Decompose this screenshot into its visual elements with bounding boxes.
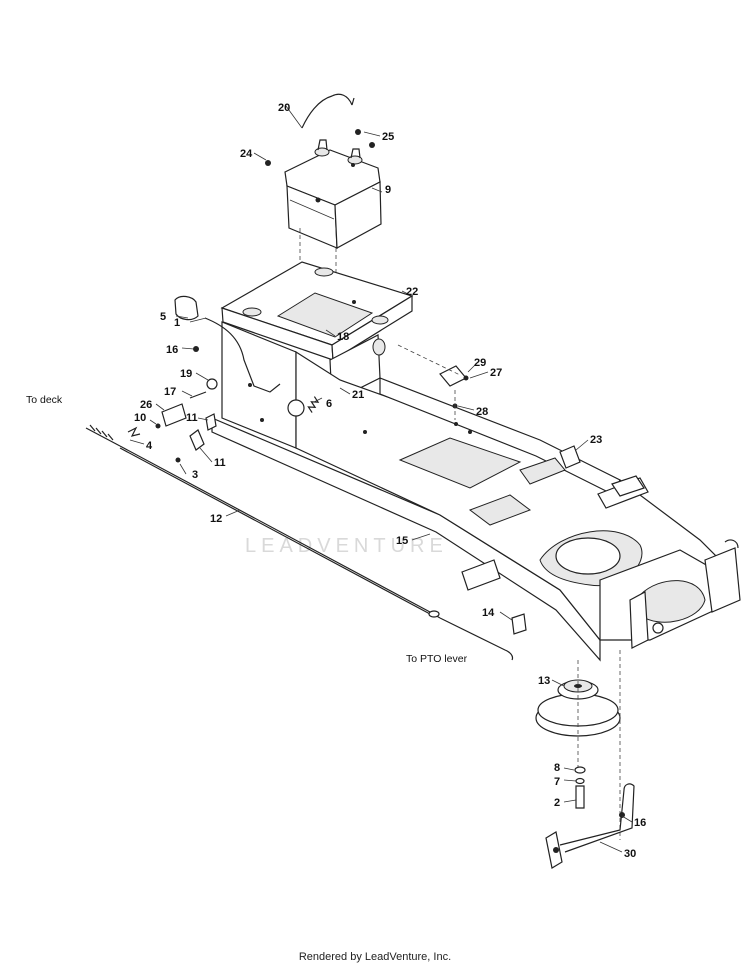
- callout-6: 6: [326, 398, 332, 410]
- watermark-text: LEADVENTURE: [245, 535, 448, 557]
- callout-9: 9: [385, 184, 391, 196]
- bushing-19: [206, 378, 218, 390]
- callout-7: 7: [554, 776, 560, 788]
- callout-21: 21: [352, 389, 364, 401]
- callout-8: 8: [554, 762, 560, 774]
- nut-25: [355, 129, 361, 135]
- battery: [284, 139, 382, 249]
- callout-26: 26: [140, 399, 152, 411]
- callout-1a: 1: [174, 317, 180, 329]
- callout-5: 5: [160, 311, 166, 323]
- callout-24: 24: [240, 148, 253, 160]
- bolt-24: [265, 160, 271, 166]
- battery-cable: [301, 93, 355, 129]
- callout-28: 28: [476, 406, 488, 418]
- callout-2: 2: [554, 797, 560, 809]
- footer-credit: Rendered by LeadVenture, Inc.: [298, 951, 452, 963]
- callout-18: 18: [337, 331, 349, 343]
- lift-lever: [174, 295, 281, 393]
- callout-19: 19: [180, 368, 192, 380]
- note-to-pto-lever: To PTO lever: [406, 653, 468, 665]
- washer-8: [574, 766, 586, 774]
- callout-11a: 11: [186, 412, 198, 424]
- bolt-17: [189, 391, 207, 399]
- callout-17: 17: [164, 386, 176, 398]
- callout-22: 22: [406, 286, 418, 298]
- callout-20: 20: [278, 102, 290, 114]
- cable-clip: [189, 429, 205, 451]
- callout-16b: 16: [634, 817, 646, 829]
- callout-10: 10: [134, 412, 146, 424]
- callout-23: 23: [590, 434, 602, 446]
- callout-3: 3: [192, 469, 198, 481]
- battery-tray: [220, 261, 414, 362]
- callout-14: 14: [482, 607, 495, 619]
- bolt-2: [575, 785, 585, 809]
- callout-11b: 11: [214, 457, 226, 469]
- washer-7: [575, 777, 585, 785]
- callout-30: 30: [624, 848, 636, 860]
- callout-4: 4: [146, 440, 153, 452]
- main-frame: [211, 321, 741, 662]
- nut-25b: [369, 142, 375, 148]
- callout-13: 13: [538, 675, 550, 687]
- callout-15: 15: [396, 535, 408, 547]
- seat-switch: [511, 613, 527, 635]
- pto-cable: [85, 424, 514, 661]
- bolt-16: [193, 346, 199, 352]
- switch-bracket: [161, 403, 187, 427]
- callout-16a: 16: [166, 344, 178, 356]
- callout-27: 27: [490, 367, 502, 379]
- callouts: 1 2 3 4 5 6 7 8 9 10 11 11 12 13 14 15 1…: [129, 102, 646, 860]
- spring: [307, 396, 320, 413]
- brake-rod: [545, 783, 635, 869]
- interlock-switch: [559, 445, 581, 469]
- callout-12: 12: [210, 513, 222, 525]
- callout-25: 25: [382, 131, 394, 143]
- pivot-bracket: [439, 365, 467, 387]
- note-to-deck: To deck: [26, 394, 63, 406]
- notes: To deck To PTO lever: [26, 394, 468, 665]
- callout-29: 29: [474, 357, 486, 369]
